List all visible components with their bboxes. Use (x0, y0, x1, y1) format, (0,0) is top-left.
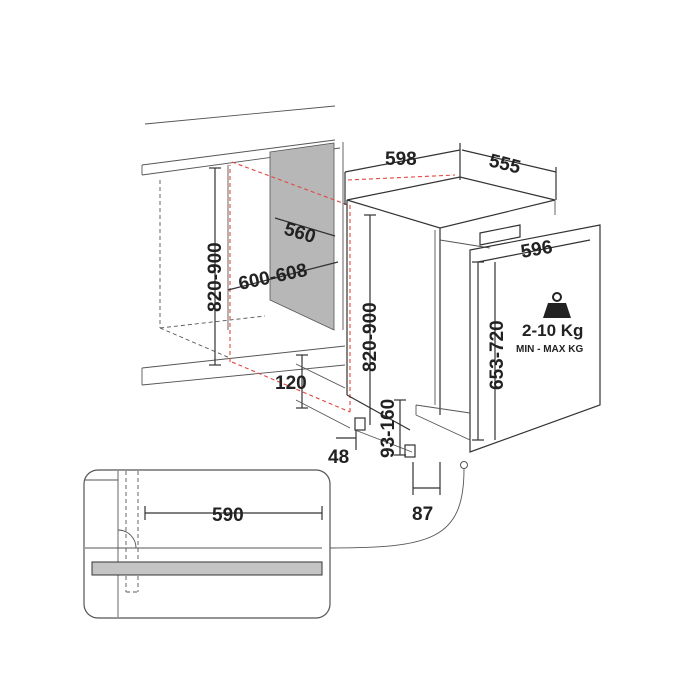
door-weight-caption: MIN - MAX KG (516, 344, 583, 355)
detail-width-label: 590 (212, 505, 244, 526)
plinth-height-label: 120 (275, 373, 307, 394)
appliance-height-label: 820-900 (360, 302, 381, 372)
door-panel (415, 224, 601, 453)
detail-shelf (91, 561, 323, 576)
offset-label: 87 (412, 504, 433, 525)
depth-label: 555 (487, 150, 523, 178)
offset-dimension: 87 (412, 462, 441, 525)
plinth-range-label: 93-160 (378, 399, 399, 458)
door-width-dimension: 596 (477, 237, 591, 263)
door-height-label: 653-720 (487, 320, 508, 390)
weight-icon (543, 292, 571, 318)
niche-height-label: 820-900 (205, 242, 226, 312)
width-label: 598 (385, 149, 417, 170)
foot-dimension: 48 (328, 430, 357, 468)
plinth-height-dimension: 120 (275, 354, 351, 429)
appliance-height-dimension: 820-900 (360, 214, 381, 425)
foot-label: 48 (328, 447, 349, 468)
niche-height-dimension: 820-900 (205, 167, 226, 366)
plinth-range-dimension: 93-160 (378, 399, 406, 458)
width-dimension: 598 (344, 143, 461, 205)
niche-back-wall (269, 142, 335, 331)
detail-box: 590 (83, 469, 331, 619)
niche-guides (229, 161, 456, 413)
countertop-lines (141, 105, 346, 386)
door-weight-label: 2-10 Kg (522, 321, 583, 340)
detail-callout (329, 461, 468, 549)
door-height-dimension: 653-720 (487, 320, 508, 390)
door-width-label: 596 (519, 237, 554, 263)
depth-dimension: 555 (461, 149, 557, 200)
